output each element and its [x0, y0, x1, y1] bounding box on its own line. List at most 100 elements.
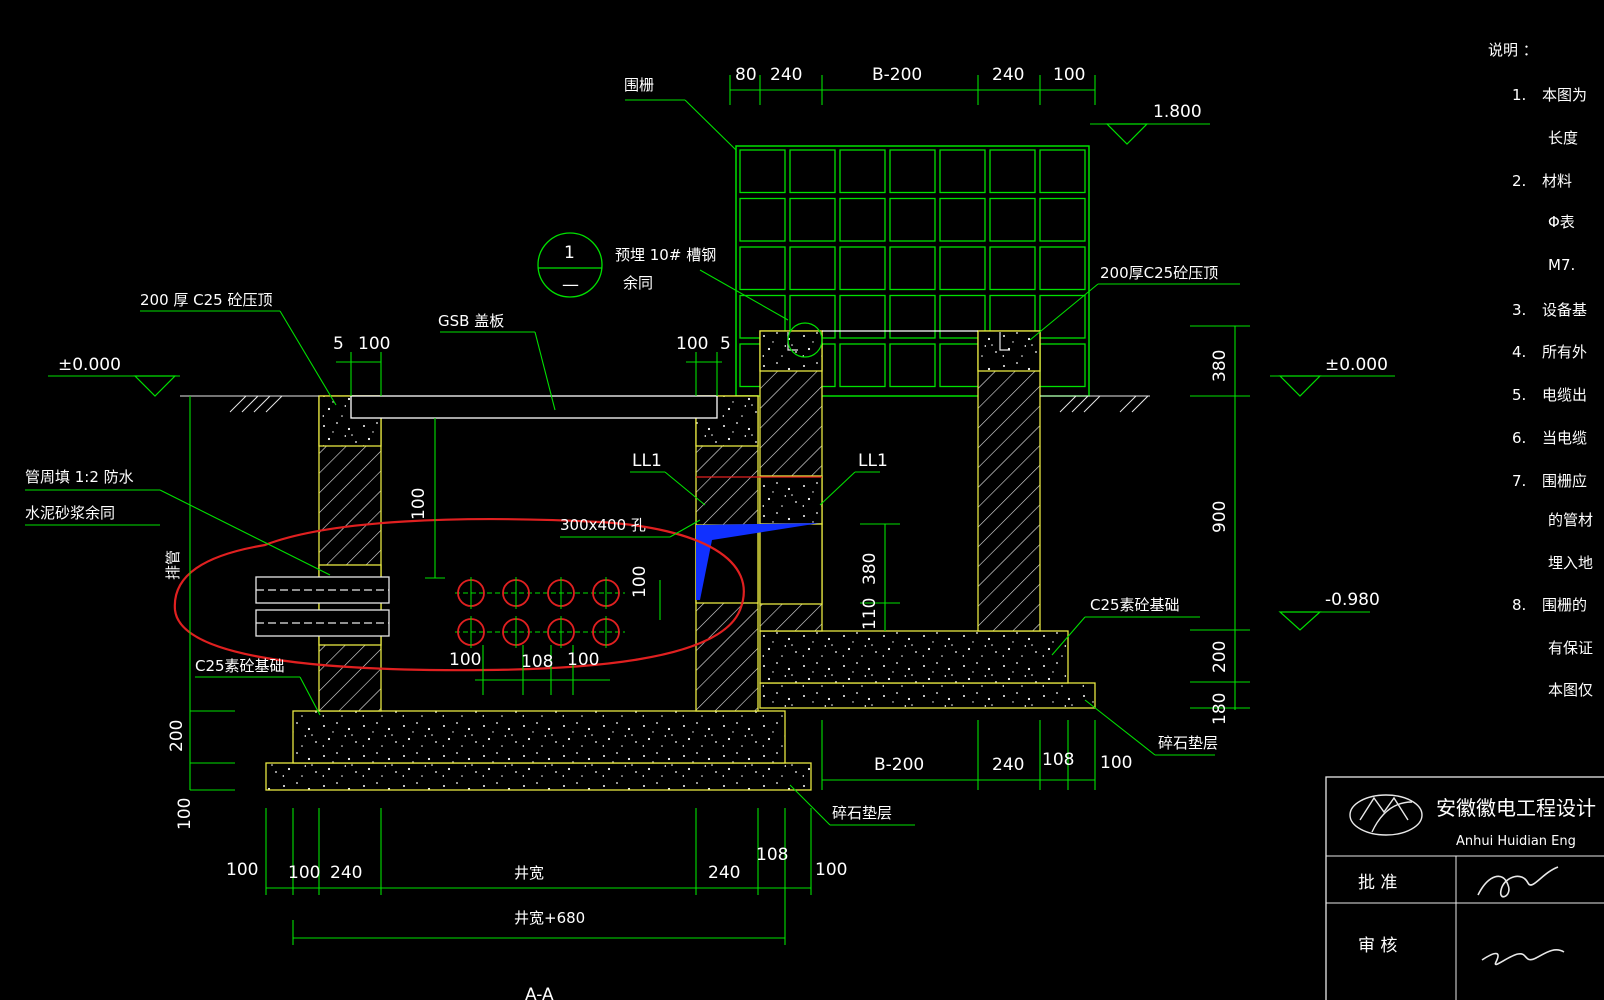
note-number: 5. [1512, 386, 1526, 404]
section-name: A-A [525, 985, 554, 1000]
pipe-array [455, 577, 625, 648]
fence-cell [1039, 197, 1086, 242]
fence-cell [889, 149, 936, 194]
detail-number: 1 [564, 243, 575, 263]
fence-cell [789, 246, 836, 291]
fence-cell [739, 149, 786, 194]
note-text: Φ表 [1548, 213, 1575, 231]
annotation-circle [173, 518, 745, 672]
svg-text:100: 100 [226, 860, 258, 880]
right-wall-right [977, 330, 1041, 632]
svg-text:100: 100 [630, 566, 650, 598]
note-text: 本图为 [1542, 86, 1587, 104]
gravel-right-label: 碎石垫层 [1158, 734, 1218, 752]
fence-cell [839, 294, 886, 339]
svg-text:100: 100 [409, 488, 429, 520]
level-top: 1.800 [1153, 102, 1202, 122]
embed-label-same: 余同 [623, 274, 653, 292]
detail-sub: — [562, 275, 579, 295]
svg-text:100: 100 [175, 798, 195, 830]
note-text: 有保证 [1548, 639, 1593, 657]
svg-text:108: 108 [521, 652, 553, 672]
fence-cell [989, 149, 1036, 194]
right-well [696, 330, 1150, 709]
svg-text:100: 100 [567, 650, 599, 670]
note-text: M7. [1548, 256, 1575, 274]
note-text: 的管材 [1548, 511, 1593, 529]
gravel-left-label: 碎石垫层 [832, 804, 892, 822]
svg-text:900: 900 [1210, 501, 1230, 533]
left-wall [318, 395, 382, 712]
notes-panel: 说明 ： 1.本图为长度2.材料Φ表M7.3.设备基4.所有外5.电缆出6.当电… [1488, 41, 1593, 699]
note-text: 本图仅 [1548, 681, 1593, 699]
level-markers [133, 123, 1322, 631]
svg-text:100: 100 [1100, 753, 1132, 773]
pipe-fill-label: 管周填 1:2 防水 [25, 468, 134, 486]
level-bottom: -0.980 [1325, 590, 1380, 610]
note-number: 8. [1512, 596, 1526, 614]
approve-label: 批 准 [1358, 873, 1397, 893]
note-text: 材料 [1542, 172, 1572, 190]
note-text: 埋入地 [1548, 554, 1593, 572]
found-left-label: C25素砼基础 [195, 657, 285, 675]
svg-text:100: 100 [288, 863, 320, 883]
svg-text:240: 240 [330, 863, 362, 883]
signature-approve [1477, 866, 1559, 898]
fence-cell [1039, 343, 1086, 388]
svg-text:240: 240 [992, 65, 1024, 85]
svg-text:108: 108 [756, 845, 788, 865]
fence-cell [789, 149, 836, 194]
note-number: 2. [1512, 172, 1526, 190]
cover-plate [350, 395, 718, 419]
right-foundation [759, 630, 1069, 684]
level-zero-right: ±0.000 [1325, 355, 1388, 375]
svg-text:5: 5 [720, 334, 731, 354]
notes-heading: 说明 ： [1488, 41, 1538, 59]
right-gravel-cushion [759, 682, 1096, 709]
svg-text:380: 380 [1210, 350, 1230, 382]
svg-text:108: 108 [1042, 750, 1074, 770]
svg-text:B-200: B-200 [874, 755, 924, 775]
note-text: 电缆出 [1542, 386, 1587, 404]
note-text: 设备基 [1542, 301, 1587, 319]
left-foundation [292, 710, 786, 764]
pipe-side-label: 排管 [164, 550, 182, 580]
svg-text:380: 380 [860, 553, 880, 585]
fence-cell [839, 246, 886, 291]
fence-cell [939, 246, 986, 291]
fence-cell [839, 343, 886, 388]
note-number: 6. [1512, 429, 1526, 447]
drawing-text: 围栅 预埋 10# 槽钢 余同 1 — 200 厚 C25 砼压顶 200厚C2… [25, 65, 1388, 1000]
svg-text:180: 180 [1210, 693, 1230, 725]
svg-text:B-200: B-200 [872, 65, 922, 85]
svg-text:110: 110 [860, 598, 880, 630]
fence-cell [889, 197, 936, 242]
embed-label: 预埋 10# 槽钢 [615, 246, 716, 264]
fence-cell [789, 197, 836, 242]
cable-opening [696, 523, 820, 600]
left-gravel-cushion [265, 762, 812, 791]
level-zero-left: ±0.000 [58, 355, 121, 375]
company-cn: 安徽徽电工程设计 [1436, 796, 1596, 820]
title-block: 安徽徽电工程设计 Anhui Huidian Eng 批 准 审 核 [1325, 776, 1604, 1000]
fence-cell [939, 149, 986, 194]
svg-text:240: 240 [708, 863, 740, 883]
ll1-label-a: LL1 [632, 451, 662, 471]
svg-text:井宽+680: 井宽+680 [514, 909, 585, 927]
note-text: 长度 [1548, 129, 1578, 147]
fence-cell [939, 294, 986, 339]
pipe-fill-label-2: 水泥砂浆余同 [25, 504, 115, 522]
svg-text:100: 100 [1053, 65, 1085, 85]
note-number: 1. [1512, 86, 1526, 104]
detail-marker [537, 232, 823, 358]
fence-cell [839, 197, 886, 242]
review-label: 审 核 [1358, 936, 1397, 956]
svg-text:100: 100 [449, 650, 481, 670]
fence-cell [989, 197, 1036, 242]
note-text: 当电缆 [1542, 429, 1587, 447]
note-text: 围栅的 [1542, 596, 1587, 614]
signature-review [1481, 949, 1565, 966]
svg-text:井宽: 井宽 [514, 864, 544, 882]
svg-text:100: 100 [358, 334, 390, 354]
